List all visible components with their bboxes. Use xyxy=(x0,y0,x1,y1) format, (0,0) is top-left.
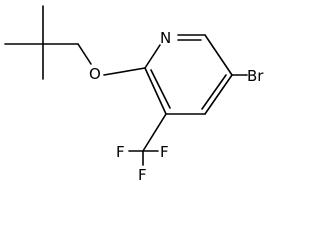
bond-group xyxy=(4,5,248,166)
bond-c3-c2 xyxy=(144,67,167,115)
atom-label-fluorine-left: F xyxy=(116,143,125,161)
bond-c3-cf3 xyxy=(142,113,167,152)
bond-c3-c2-double xyxy=(150,69,171,109)
bond-ch2-o xyxy=(77,43,92,65)
atom-label-bromine: Br xyxy=(247,67,264,85)
bond-o-c2 xyxy=(103,67,146,76)
bond-c6-c5 xyxy=(204,34,233,76)
chemical-structure-diagram: N O Br F F F xyxy=(4,5,264,184)
atom-labels: N O Br F F F xyxy=(89,29,264,184)
atom-label-fluorine-bottom: F xyxy=(138,166,147,184)
bond-c5-c4 xyxy=(204,74,233,115)
atom-label-oxygen: O xyxy=(89,65,101,83)
atom-label-fluorine-right: F xyxy=(160,143,169,161)
bond-c2-n xyxy=(144,44,161,69)
bond-c5-c4-double xyxy=(201,74,227,110)
atom-label-nitrogen: N xyxy=(160,29,171,47)
